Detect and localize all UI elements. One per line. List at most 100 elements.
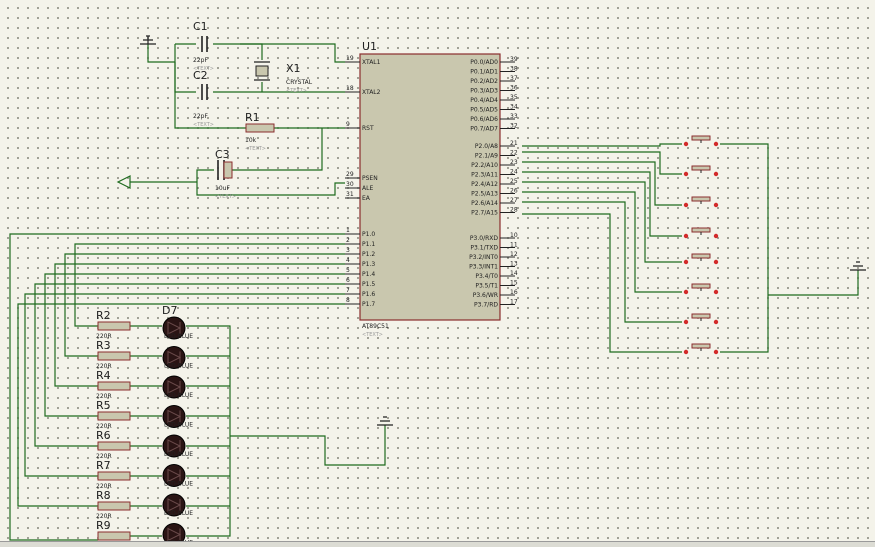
- pin-name: P3.0/RXD: [470, 235, 498, 242]
- resistor-r1[interactable]: R1 10k <TEXT>: [245, 111, 275, 152]
- led-bank: D7LED-BLUELED-BLUELED-BLUELED-BLUELED-BL…: [162, 304, 193, 546]
- pin-name: P1.7: [362, 301, 375, 308]
- pin-number: 19: [346, 55, 354, 62]
- push-button-switch[interactable]: [683, 313, 719, 325]
- push-button-switch[interactable]: [683, 135, 719, 147]
- c3-value: 10uF: [215, 185, 230, 192]
- led-value: LED-BLUE: [164, 333, 193, 340]
- led[interactable]: LED-BLUE: [162, 464, 193, 488]
- pin-name: P1.2: [362, 251, 375, 258]
- u1-pin-left[interactable]: P1.23: [345, 247, 375, 258]
- u1-pin-left[interactable]: P1.78: [345, 297, 375, 308]
- r1-text-tag: <TEXT>: [245, 146, 266, 152]
- u1-pin-left[interactable]: P1.56: [345, 277, 375, 288]
- u1-pin-left[interactable]: P1.34: [345, 257, 375, 268]
- led[interactable]: LED-BLUE: [162, 346, 193, 370]
- microcontroller-u1[interactable]: U1 AT89C51 <TEXT> XTAL119XTAL218RST9PSEN…: [345, 40, 518, 338]
- pin-number: 6: [346, 277, 350, 284]
- pin-number: 28: [510, 207, 518, 214]
- x1-ref: X1: [286, 62, 301, 75]
- push-button-switch[interactable]: [683, 253, 719, 265]
- led-value: LED-BLUE: [164, 481, 193, 488]
- pin-number: 25: [510, 178, 518, 185]
- led[interactable]: LED-BLUE: [162, 375, 193, 399]
- led[interactable]: LED-BLUE: [162, 405, 193, 429]
- c2-value: 22pF: [193, 113, 208, 120]
- pin-name: P0.1/AD1: [470, 69, 498, 76]
- led[interactable]: LED-BLUE: [162, 493, 193, 517]
- resistor-bank: R2220RR3220RR4220RR5220RR6220RR7220RR822…: [96, 309, 131, 546]
- u1-ref: U1: [362, 40, 377, 53]
- push-button-switch[interactable]: [683, 343, 719, 355]
- ground-icon: [140, 35, 156, 45]
- pin-number: 24: [510, 169, 518, 176]
- pin-name: P0.2/AD2: [470, 78, 498, 85]
- capacitor-c3[interactable]: C3 10uF <TEXT>: [215, 148, 236, 200]
- pin-number: 21: [510, 140, 518, 147]
- resistor-ref: R4: [96, 369, 111, 382]
- resistor-value: 220R: [96, 423, 112, 430]
- crystal-x1[interactable]: X1 CRYSTAL <TEXT>: [254, 61, 313, 94]
- push-button-switch[interactable]: [683, 196, 719, 208]
- pin-name: P2.2/A10: [471, 162, 498, 169]
- resistor-ref: R6: [96, 429, 111, 442]
- u1-pin-left[interactable]: P1.67: [345, 287, 375, 298]
- pin-number: 32: [510, 123, 518, 130]
- capacitor-c1[interactable]: C1 22pF <TEXT>: [193, 20, 214, 72]
- u1-pin-left[interactable]: P1.01: [345, 227, 375, 238]
- resistor-value: 220R: [96, 483, 112, 490]
- pin-number: 35: [510, 94, 518, 101]
- push-button-switch[interactable]: [683, 165, 719, 177]
- capacitor-c2[interactable]: C2 22pF <TEXT>: [193, 69, 214, 128]
- pin-name: P0.5/AD5: [470, 107, 498, 114]
- push-button-switch[interactable]: [683, 227, 719, 239]
- led-value: LED-BLUE: [164, 392, 193, 399]
- pin-number: 9: [346, 121, 350, 128]
- u1-pin-left[interactable]: P1.45: [345, 267, 375, 278]
- led[interactable]: LED-BLUE: [162, 434, 193, 458]
- arrow-left-icon: [116, 175, 131, 189]
- u1-pin-left[interactable]: P1.12: [345, 237, 375, 248]
- push-button-switch[interactable]: [683, 283, 719, 295]
- resistor-ref: R2: [96, 309, 111, 322]
